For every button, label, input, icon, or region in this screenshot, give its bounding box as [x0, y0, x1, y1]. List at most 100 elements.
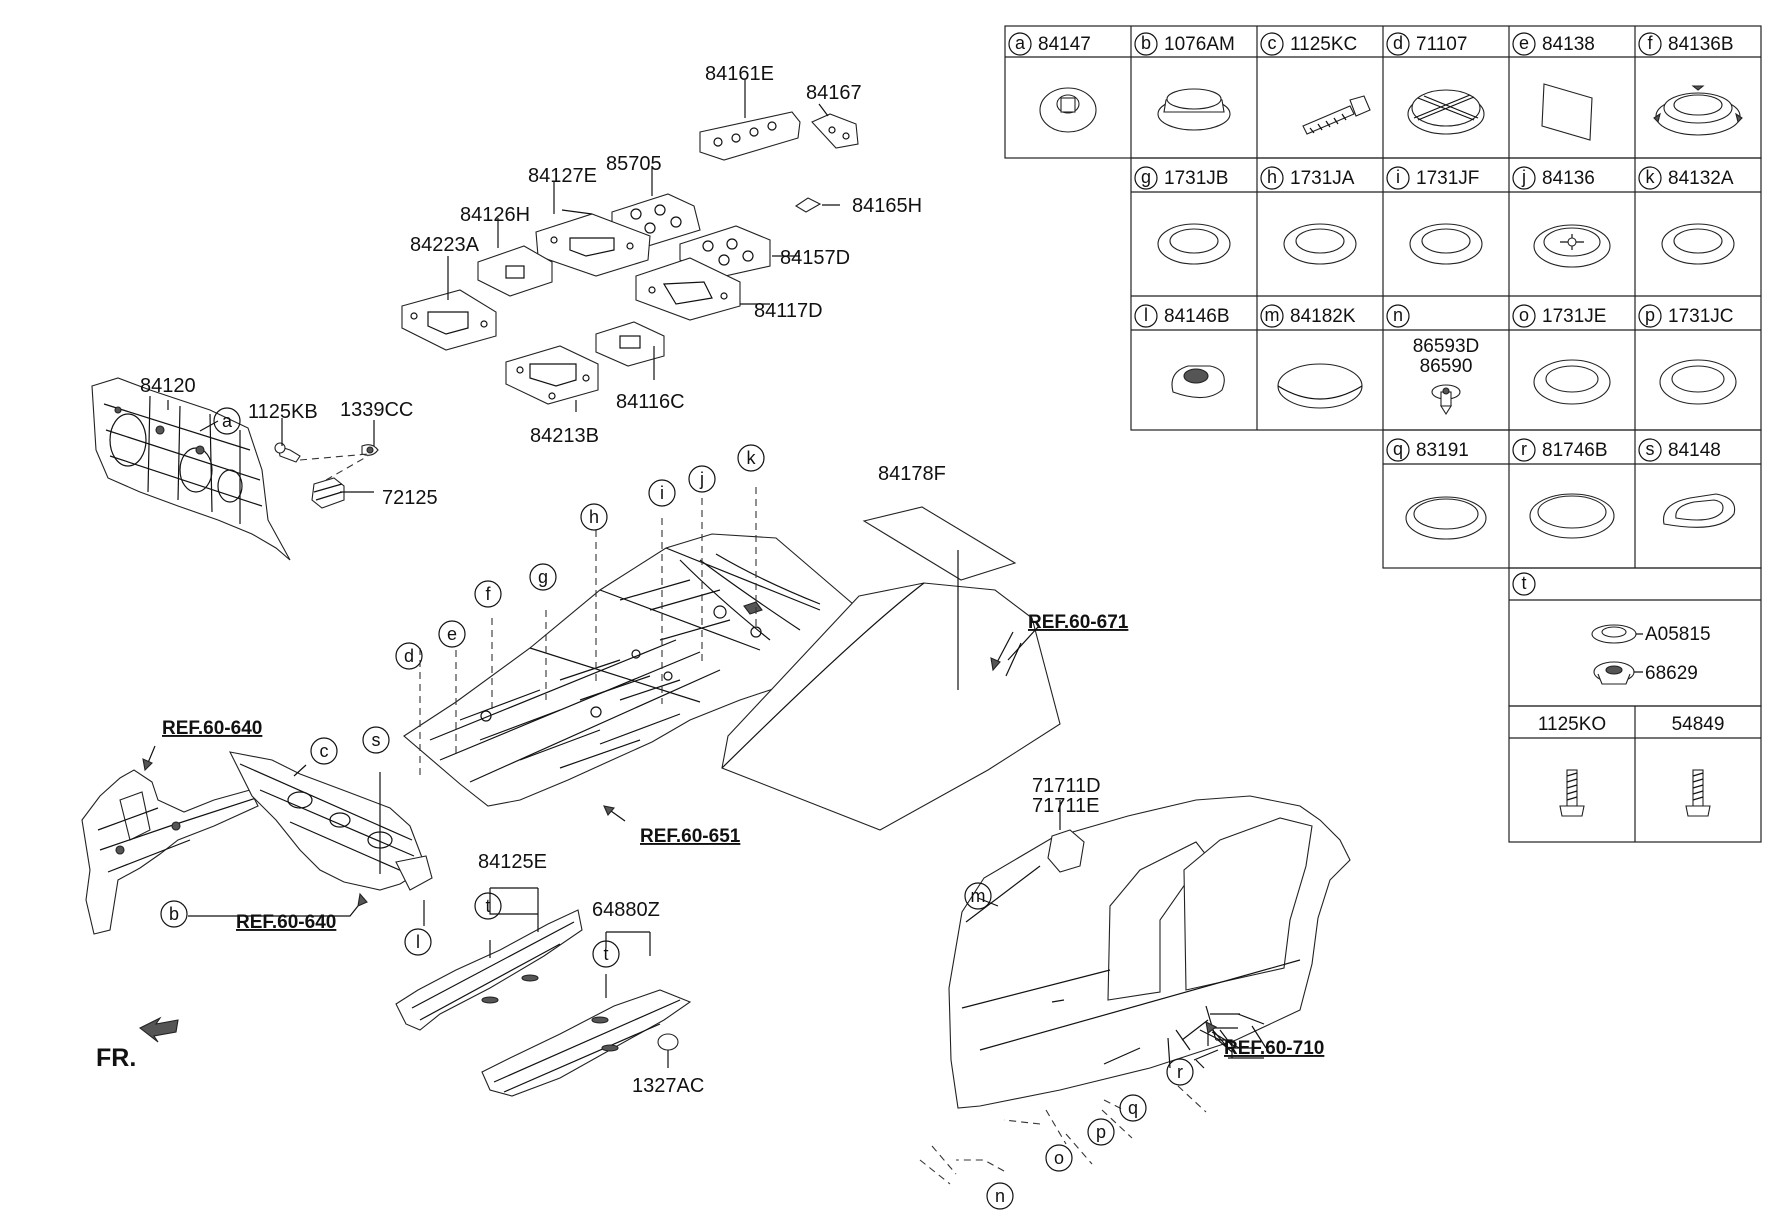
side-body-panel — [948, 795, 1351, 1109]
table-letter-circle-f — [1638, 32, 1662, 56]
table-letter-circle-t — [1512, 572, 1536, 596]
front-side-member — [81, 769, 259, 935]
callout-letter-h: h — [589, 507, 599, 527]
pad-84223A — [401, 289, 497, 351]
part-label-84117D: 84117D — [754, 300, 823, 322]
callout-circle-q — [1119, 1094, 1147, 1122]
callout-letter-s: s — [372, 730, 381, 750]
pad-84165H — [794, 197, 822, 213]
table-part-icons — [1039, 83, 1743, 817]
table-letter-g: g — [1141, 167, 1151, 187]
table-part-c: 1125KC — [1290, 34, 1357, 55]
table-letter-e: e — [1519, 33, 1529, 53]
pad-84161E — [699, 111, 801, 161]
grommet-81746B-icon — [1529, 493, 1615, 539]
callout-letter-b: b — [169, 904, 179, 924]
pad-84126H — [477, 245, 553, 297]
part-label-84167: 84167 — [806, 82, 862, 104]
part-label-1339CC: 1339CC — [340, 399, 413, 421]
part-label-84120: 84120 — [140, 375, 196, 397]
table-letter-circle-g — [1134, 166, 1158, 190]
callout-circle-d — [395, 642, 423, 670]
table-letter-m: m — [1265, 305, 1280, 325]
callout-letter-n: n — [995, 1186, 1005, 1206]
callout-circle-f — [474, 580, 502, 608]
part-label-84127E: 84127E — [528, 165, 597, 187]
table-letter-o: o — [1519, 305, 1529, 325]
part-label-84165H: 84165H — [852, 195, 922, 217]
ref-arrows — [142, 631, 1229, 1049]
callout-letter-q: q — [1128, 1098, 1138, 1118]
table-part-a: 84147 — [1038, 34, 1091, 55]
table-letter-k: k — [1646, 167, 1656, 187]
cap-71107-icon — [1407, 89, 1485, 135]
table-part-i: 1731JF — [1416, 168, 1479, 189]
table-part-d: 71107 — [1416, 34, 1467, 55]
table-letter-s: s — [1646, 439, 1655, 459]
leader-lines — [144, 80, 1267, 1185]
callout-letter-j: j — [699, 469, 704, 489]
callout-letter-c: c — [320, 741, 329, 761]
callout-letter-i: i — [660, 483, 664, 503]
table-letter-circle-n — [1386, 304, 1410, 328]
table-letter-circle-o — [1512, 304, 1536, 328]
table-letter-circle-h — [1260, 166, 1284, 190]
callout-letter-t1: t — [485, 896, 490, 916]
table-part-f: 84136B — [1668, 34, 1734, 55]
cowl-panel — [229, 751, 433, 891]
ref-label-671: REF.60-671 — [1028, 612, 1129, 633]
table-letter-circle-c — [1260, 32, 1284, 56]
floor-pan — [403, 533, 863, 807]
fasteners-1125KB-1339CC-72125 — [274, 442, 379, 509]
callout-letter-k: k — [747, 448, 757, 468]
callout-circle-r — [1166, 1058, 1194, 1086]
pad-84117D — [635, 257, 741, 321]
table-letter-circle-s — [1638, 438, 1662, 462]
grommet-84148-icon — [1662, 493, 1736, 528]
callout-circle-n — [986, 1182, 1014, 1210]
part-label-84157D: 84157D — [780, 247, 850, 269]
under-covers — [395, 909, 692, 1097]
callout-circle-b — [160, 900, 188, 928]
table-part-54849: 54849 — [1672, 714, 1725, 735]
part-label-84125E: 84125E — [478, 851, 547, 873]
table-part-86593D: 86593D — [1413, 336, 1480, 357]
pad-84138-icon — [1541, 83, 1593, 141]
roof-panel — [721, 582, 1061, 831]
table-part-m: 84182K — [1290, 306, 1356, 327]
table-letter-circle-r — [1512, 438, 1536, 462]
table-part-g: 1731JB — [1164, 168, 1228, 189]
callout-letter-e: e — [447, 624, 457, 644]
callout-circle-k — [737, 444, 765, 472]
table-letter-circle-m — [1260, 304, 1284, 328]
part-label-1327AC: 1327AC — [632, 1075, 704, 1097]
bolt-1125KC-icon — [1302, 95, 1371, 135]
callout-circle-h — [580, 503, 608, 531]
part-label-84178F: 84178F — [878, 463, 946, 485]
callout-letter-f: f — [485, 584, 491, 604]
bracket-71711D — [1047, 829, 1085, 873]
ref-label-640b: REF.60-640 — [236, 912, 336, 933]
ref-label-651: REF.60-651 — [640, 826, 741, 847]
clip-68629-icon — [1593, 661, 1635, 685]
part-label-71711E: 71711E — [1032, 795, 1099, 817]
table-letter-circle-j — [1512, 166, 1536, 190]
table-part-A05815: A05815 — [1645, 624, 1711, 645]
callout-letter-l: l — [416, 932, 420, 952]
pad-84116C — [595, 321, 665, 367]
table-letter-r: r — [1521, 439, 1527, 459]
insulation-pads — [401, 111, 859, 405]
callout-circle-i — [648, 479, 676, 507]
table-part-q: 83191 — [1416, 440, 1469, 461]
grommet-84146B-icon — [1171, 365, 1225, 399]
callout-letter-r: r — [1177, 1062, 1183, 1082]
callout-circle-s — [362, 726, 390, 754]
callout-circle-j — [688, 465, 716, 493]
table-letter-circle-q — [1386, 438, 1410, 462]
table-letter-c: c — [1268, 33, 1277, 53]
